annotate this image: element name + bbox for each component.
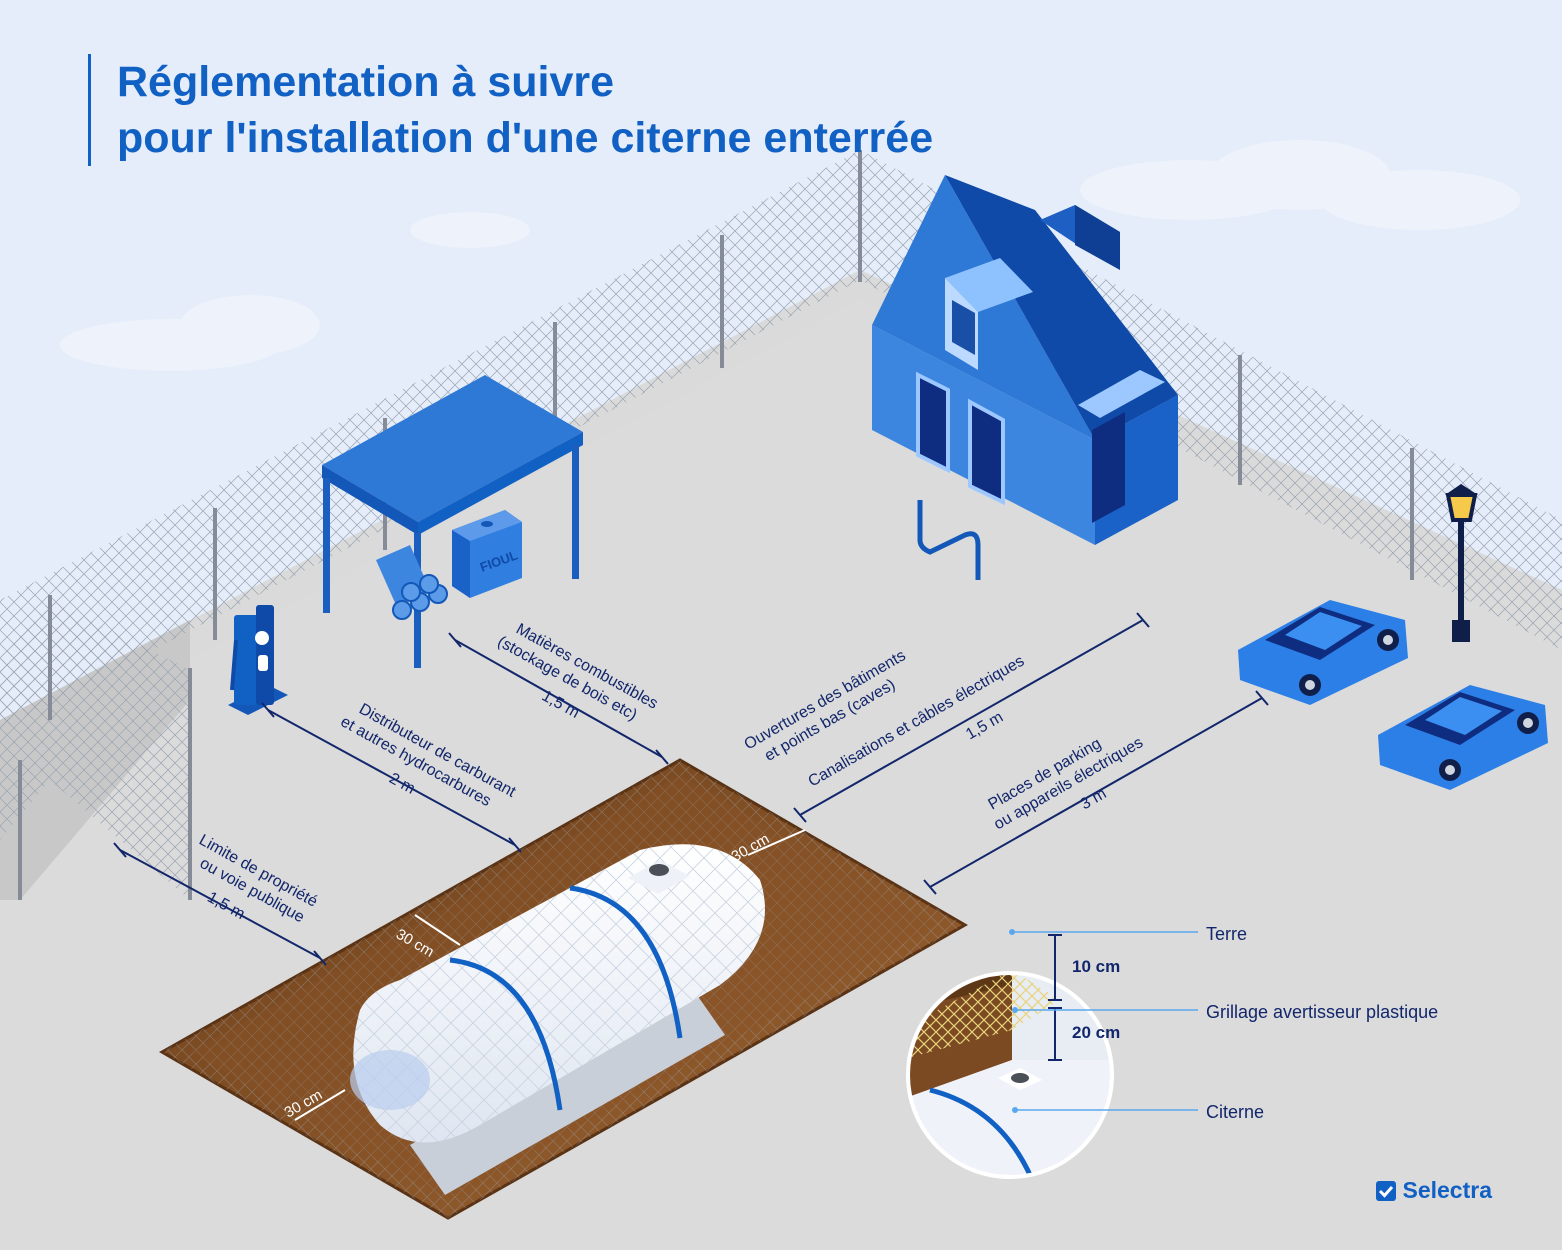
fuel-pump (228, 605, 288, 715)
brand-logo: Selectra (1376, 1177, 1492, 1204)
depth-top-label: 10 cm (1072, 957, 1120, 976)
wood-logs (376, 545, 448, 620)
grillage-label: Grillage avertisseur plastique (1206, 1002, 1438, 1022)
title-line-2: pour l'installation d'une citerne enterr… (117, 114, 934, 162)
house (872, 175, 1178, 580)
pit-margin-lines (294, 829, 806, 1121)
measurement-lines (113, 612, 1269, 966)
wood-shelter: FIOUL (322, 375, 583, 668)
terre-label: Terre (1206, 924, 1247, 944)
car-2 (1378, 685, 1548, 790)
clouds (60, 140, 1520, 371)
page-title: Réglementation à suivre pour l'installat… (88, 54, 933, 166)
brand-name: Selectra (1402, 1177, 1492, 1203)
car-1 (1238, 600, 1408, 705)
section-leaders (1012, 931, 1198, 1111)
title-line-1: Réglementation à suivre (117, 58, 615, 106)
depth-bottom-label: 20 cm (1072, 1023, 1120, 1042)
check-icon (1376, 1180, 1397, 1201)
citerne-label: Citerne (1206, 1102, 1264, 1122)
fuel-tank-box: FIOUL (452, 510, 522, 598)
tank (350, 844, 765, 1195)
section-dimensions (1048, 934, 1062, 1061)
street-lamp (1445, 484, 1478, 642)
